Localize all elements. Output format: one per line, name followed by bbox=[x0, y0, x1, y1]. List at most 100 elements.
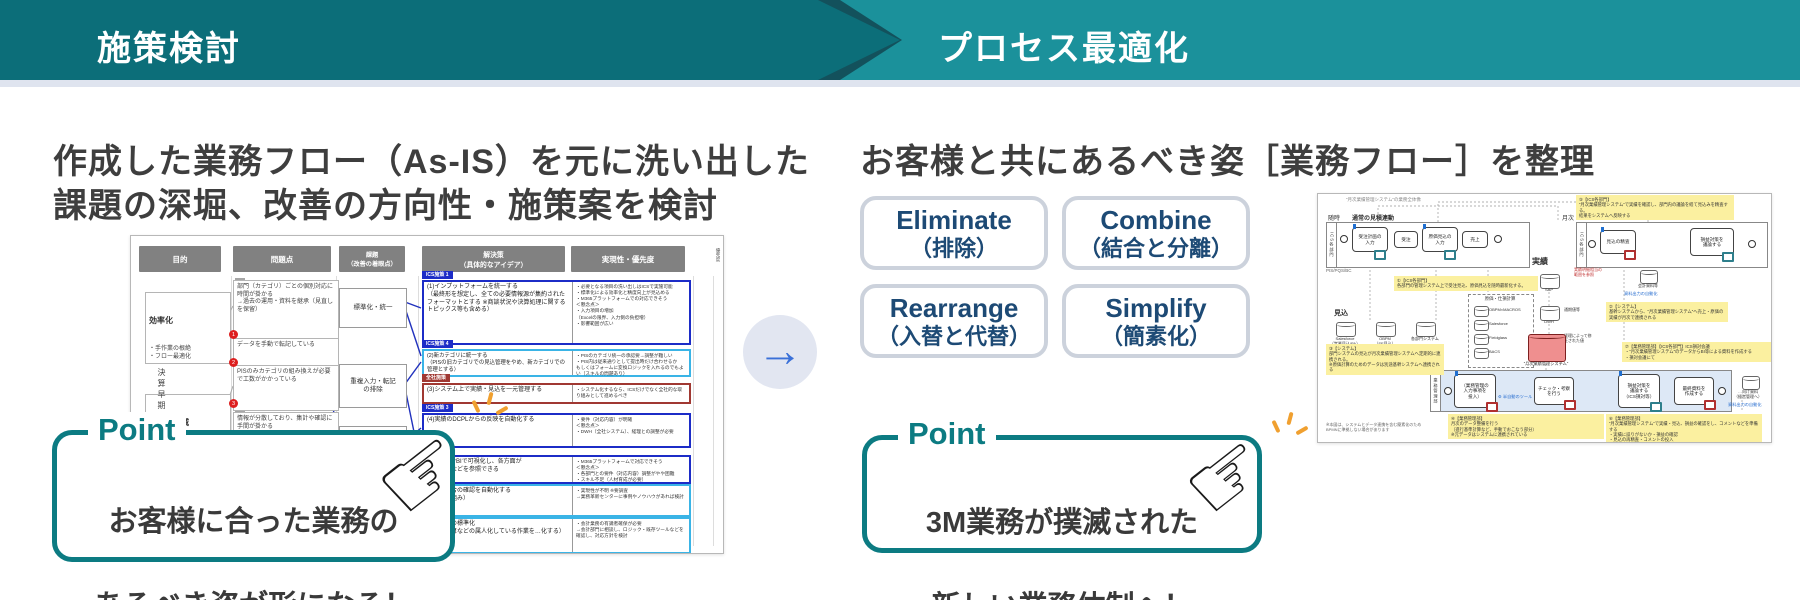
solution-row-5: …をPowerBIで可視化し、各方面が 商談状況などを参照できる ・M365プラ… bbox=[422, 455, 691, 484]
solution-feasibility: ・会計業務の有識者確保が必要 →会計部門に相談し、ロジック・既存ツールなどを確認… bbox=[572, 519, 689, 552]
solution-row-1: (1)インプットフォームを統一する （最終形を想定し、全ての必要情報源が集約され… bbox=[422, 280, 691, 345]
banner-left-title: 施策検討 bbox=[97, 30, 241, 68]
ecrs-jp: （結合と分離） bbox=[1078, 235, 1233, 261]
right-arrow-icon: → bbox=[757, 324, 803, 376]
flow-ref-note: 実績明細相当の 範囲を参照 bbox=[1574, 267, 1602, 277]
flag-icon bbox=[1601, 227, 1604, 232]
left-click-sparks-icon bbox=[471, 391, 522, 437]
forecast-db-label: Salesforce （営業見込/PA） bbox=[1330, 336, 1360, 345]
flow-lane2-actor: ICS各部門 bbox=[1577, 223, 1587, 267]
solution-text: (3)システム上で実績・見込を一元管理する bbox=[427, 387, 543, 393]
database-icon bbox=[1540, 306, 1560, 321]
solution-feasibility: ・要件（対応内容）が明確 ＜懸念点＞ ・DWH（全社システム）、経理との調整が必… bbox=[572, 415, 689, 446]
goal-box-efficiency: 効率化 ・手作業の根絶 ・フロー最適化 bbox=[145, 292, 231, 364]
flow-note-3: ③【システム】 部門システムの見込が月次業績管理システムへ定期的に連携される。 … bbox=[1326, 344, 1444, 375]
flow-step: 受注計画の 入力 bbox=[1352, 227, 1388, 252]
solution-feasibility: ・M365プラットフォームで対応できそう ＜懸念点＞ ・各部門との要件（対応内容… bbox=[572, 457, 689, 482]
divider bbox=[713, 276, 714, 546]
flag-icon bbox=[1353, 224, 1356, 229]
banner-right-title: プロセス最適化 bbox=[938, 30, 1190, 68]
flow-note-6: ⑥【業務管理部】 “月次業績管理システム”で実績・見込、損益の確認をし、コメント… bbox=[1606, 414, 1762, 442]
solution-row-6: …タ不整合の確認を自動化する （…取り組み） ・実現性が不明 ※要調査 →業務革… bbox=[422, 484, 691, 517]
acct-docs-label: 会計資料等 bbox=[1638, 283, 1658, 288]
calc-db-label: Fieldglass bbox=[1489, 335, 1508, 340]
flow-step: 最終資料を 作成する bbox=[1674, 377, 1714, 405]
ecrs-rearrange: Rearrange （入替と代替） bbox=[860, 284, 1048, 358]
database-icon bbox=[1474, 334, 1489, 345]
flow-step: 損益対策を 議論する （ICS損対等） bbox=[1618, 374, 1660, 408]
flow-footnote: ※本図は、システムとデータ連携を含む簡素化のためBPMNに準拠しない場合がありま… bbox=[1326, 422, 1422, 432]
problem-box-1: 部門（カテゴリ）ごとの個別対応に時間が掛かる →過去の運用・資料を継承（見直しを… bbox=[233, 280, 339, 342]
flow-step: 売上 bbox=[1462, 231, 1488, 248]
end-event bbox=[1748, 240, 1756, 248]
database-icon bbox=[1474, 320, 1489, 331]
monitor-red-icon bbox=[1704, 400, 1716, 410]
left-point-text: お客様に合った業務の あるべき姿が形になる！ bbox=[57, 459, 450, 600]
monitor-icon bbox=[1374, 250, 1386, 260]
end-event bbox=[1494, 235, 1502, 243]
tobe-flow-screenshot: “月次業績管理システム”の業務全体像 随時 通常の見積連動 ICS各部門 受注計… bbox=[1317, 193, 1772, 443]
ecrs-jp: （入替と代替） bbox=[876, 323, 1031, 349]
monthly-performance-db-icon bbox=[1528, 334, 1566, 362]
actual-label: 実績 bbox=[1532, 257, 1548, 266]
database-icon bbox=[1474, 306, 1489, 317]
goal-sub: ・手作業の根絶 ・フロー最適化 bbox=[149, 346, 192, 360]
semi-auto-tool-label: 半自動のツール bbox=[1502, 394, 1533, 399]
exec-docs-label: …向け資料 （経営管理へ） bbox=[1734, 389, 1762, 399]
flow-note-4: ④【業務管理部】 月次のデータ整備を行う （進行基準計算など、手動でおこなう部分… bbox=[1448, 414, 1604, 440]
aux-label-2: 経理によって修 正された値 bbox=[1564, 333, 1592, 343]
calc-db-label: Salesforce bbox=[1489, 321, 1508, 326]
problem-badge-2: 2 bbox=[229, 358, 238, 367]
right-heading: お客様と共にあるべき姿［業務フロー］を整理 bbox=[860, 143, 1595, 181]
ecrs-jp: （排除） bbox=[909, 235, 998, 261]
ecrs-combine: Combine （結合と分離） bbox=[1062, 196, 1250, 270]
divider bbox=[693, 276, 694, 546]
left-heading-line1: 作成した業務フロー（As-IS）を元に洗い出した bbox=[53, 143, 810, 181]
end-event bbox=[1718, 387, 1726, 395]
ecrs-grid: Eliminate （排除） Combine （結合と分離） Rearrange… bbox=[860, 196, 1250, 358]
right-point-text: 3M業務が撲滅された 新しい業務体制へ！ bbox=[867, 460, 1257, 600]
semi-auto-tool: ⚙ 半自動のツール bbox=[1498, 394, 1533, 399]
ecrs-en: Simplify bbox=[1105, 292, 1207, 323]
flow-step: 原価見込の 入力 bbox=[1422, 227, 1458, 252]
calc-db-label: OBPM×MACROS bbox=[1489, 307, 1521, 312]
cost-calc-group bbox=[1468, 294, 1534, 368]
solution-tag-3: 全社施策 bbox=[422, 374, 451, 382]
solution-feasibility: ・システム化するなら、ICSだけでなく全社的な取り組みとして進めるべき bbox=[572, 385, 689, 402]
flow-time1: 随時 bbox=[1328, 216, 1341, 222]
solution-tag-4: ICS施策 3 bbox=[422, 404, 453, 412]
goal-title: 効率化 bbox=[149, 316, 173, 325]
flag-icon bbox=[1455, 371, 1458, 376]
calc-db-label: BACS bbox=[1489, 349, 1500, 354]
right-point-line1: 3M業務が撲滅された bbox=[925, 507, 1199, 539]
database-icon bbox=[1376, 322, 1396, 337]
banner-underline bbox=[0, 80, 1800, 87]
solution-text: (2)新カテゴリに統一する （PISの旧カテゴリでの見込管理をやめ、新カテゴリで… bbox=[427, 353, 566, 374]
flow-caption: “月次業績管理システム”の業務全体像 bbox=[1346, 197, 1421, 202]
col-header-feasibility: 実現性・優先度 bbox=[571, 246, 685, 272]
start-event bbox=[1588, 240, 1596, 248]
flow-step: 損益対策を 議論する bbox=[1690, 228, 1734, 256]
divider bbox=[336, 276, 337, 546]
flow-time2: 月次 bbox=[1562, 216, 1575, 222]
monitor-red-icon bbox=[1486, 402, 1498, 412]
solution-tag-1: ICS施策 1 bbox=[422, 271, 453, 279]
forecast-label: 見込 bbox=[1334, 310, 1348, 317]
monitor-red-icon bbox=[1564, 400, 1576, 410]
monitor-icon bbox=[1650, 402, 1662, 412]
problem-box-3: PISのみカテゴリの組み換えが必要で工数がかかっている bbox=[233, 365, 339, 411]
start-event bbox=[1444, 387, 1452, 395]
monitor-red-icon bbox=[1624, 250, 1636, 260]
flow-step: 受注 bbox=[1394, 231, 1418, 248]
ecrs-simplify: Simplify （簡素化） bbox=[1062, 284, 1250, 358]
issue-box-standardize: 標準化・統一 bbox=[339, 288, 407, 328]
issue-box-dedupe: 重複入力・転記 の排除 bbox=[339, 364, 407, 408]
left-heading-line2: 課題の深堀、改善の方向性・施策案を検討 bbox=[53, 187, 718, 225]
banner: 施策検討 プロセス最適化 bbox=[0, 0, 1800, 80]
col-header-solution: 解決策 （具体的なアイデア） bbox=[422, 246, 565, 272]
divider bbox=[231, 276, 232, 546]
flow-lane1-title: 通常の見積連動 bbox=[1352, 216, 1395, 222]
database-icon bbox=[1474, 348, 1489, 359]
right-click-sparks-icon bbox=[1271, 411, 1322, 457]
solution-feasibility: ・実現性が不明 ※要調査 →業務革新センターに事例やノウハウがあれば検討 bbox=[572, 486, 689, 515]
